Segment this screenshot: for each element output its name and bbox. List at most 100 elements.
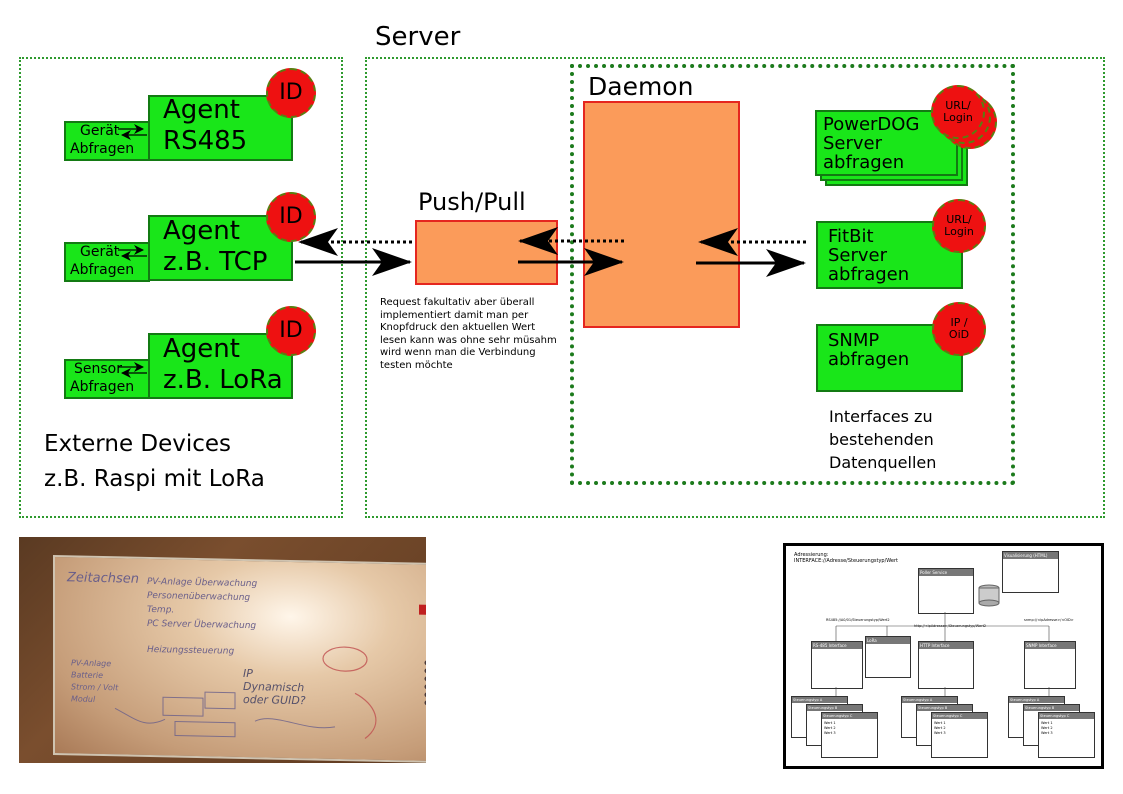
thumb-type-a-label: Steuerungstyp A — [792, 697, 847, 703]
pull-arrows — [298, 227, 806, 256]
thumb-values: Wert 1 Wert 2 Wert 3 — [822, 719, 877, 738]
thumb-type-a-label: Steuerungstyp A — [1009, 697, 1064, 703]
fitbit-label-1: FitBit — [828, 226, 874, 247]
pushpull-note-line: Knopfdruck den aktuellen Wert — [380, 322, 536, 333]
powerdog-label-2: Server — [823, 133, 883, 154]
thumb-value: Wert 2 — [934, 726, 946, 730]
whiteboard-photo: Zeitachsen PV-Anlage Überwachung Persone… — [19, 537, 426, 763]
thumb-visual-box: Visualisierung (HTML) — [1002, 551, 1059, 593]
fitbit-badge-line2: Login — [944, 225, 974, 238]
agent-lora-side-label-2: Abfragen — [70, 379, 135, 395]
powerdog-badge-line2: Login — [943, 111, 973, 124]
agent-tcp-label-2: z.B. TCP — [163, 247, 268, 277]
snmp-badge-line1: IP / — [950, 316, 968, 330]
push-arrows — [295, 248, 806, 277]
thumb-type-c: Steuerungstyp C Wert 1 Wert 2 Wert 3 — [931, 712, 988, 758]
snmp-label-2: abfragen — [828, 349, 910, 370]
server-title: Server — [375, 22, 461, 52]
thumb-value: Wert 1 — [824, 721, 836, 725]
thumb-type-a-label: Steuerungstyp A — [902, 697, 957, 703]
agent-tcp-id-text: ID — [279, 204, 303, 230]
thumb-value: Wert 2 — [824, 726, 836, 730]
thumb-connectors — [835, 612, 1050, 696]
agent-lora-id-text: ID — [279, 318, 303, 344]
agent-tcp-label-1: Agent — [163, 216, 240, 246]
thumb-lora-label: LoRa — [866, 637, 910, 644]
thumb-value: Wert 1 — [934, 721, 946, 725]
whiteboard-surface: Zeitachsen PV-Anlage Überwachung Persone… — [53, 554, 426, 763]
external-devices-region — [19, 57, 343, 518]
interfaces-caption-line: Datenquellen — [829, 453, 937, 472]
fitbit-label-3: abfragen — [828, 264, 910, 285]
thumb-header-line: INTERFACE://Adresse/Steuerungstyp/Wert — [794, 558, 899, 564]
pushpull-title: Push/Pull — [418, 188, 526, 216]
thumb-poller-box: Poller Service — [918, 568, 974, 614]
agent-rs485-label-1: Agent — [163, 95, 240, 125]
agent-side-arrows — [118, 124, 147, 378]
agent-lora-label-2: z.B. LoRa — [163, 365, 283, 395]
thumb-type-b-label: Steuerungstyp B — [917, 705, 972, 711]
server-region — [365, 57, 1105, 518]
thumb-type-b-label: Steuerungstyp B — [1024, 705, 1079, 711]
thumb-link-rs485: RS485://A0/01/Steuerungstyp/Wert2 — [826, 618, 890, 622]
pushpull-note-line: lesen kann was ohne sehr müsahm — [380, 334, 557, 346]
thumb-type-stack: Steuerungstyp A Steuerungstyp B Steuerun… — [791, 696, 881, 766]
thumb-http-label: HTTP Interface — [919, 642, 973, 649]
thumb-database-icon — [978, 584, 1000, 607]
agent-rs485-side-label-1: Gerät — [80, 123, 120, 139]
thumb-header: Adressierung: INTERFACE://Adresse/Steuer… — [794, 552, 898, 564]
snmp-label-1: SNMP — [828, 330, 880, 351]
agent-lora-side-box — [64, 359, 150, 399]
agent-rs485-id-text: ID — [279, 80, 303, 106]
daemon-box — [583, 101, 740, 328]
thumb-value: Wert 2 — [1041, 726, 1053, 730]
agent-lora-id-badge: ID — [266, 306, 316, 356]
agent-tcp-side-label-1: Gerät — [80, 244, 120, 260]
thumb-type-stack: Steuerungstyp A Steuerungstyp B Steuerun… — [1008, 696, 1098, 766]
thumb-value: Wert 3 — [934, 731, 946, 735]
fitbit-label-2: Server — [828, 245, 888, 266]
agent-rs485-label-2: RS485 — [163, 126, 248, 156]
agent-tcp-side-label-2: Abfragen — [70, 262, 135, 278]
thumb-type-c-label: Steuerungstyp C — [932, 713, 987, 719]
daemon-title: Daemon — [588, 72, 694, 101]
thumb-value: Wert 1 — [1041, 721, 1053, 725]
agent-lora-side-label-1: Sensor — [74, 361, 122, 377]
agent-lora-label-1: Agent — [163, 334, 240, 364]
thumb-values: Wert 1 Wert 2 Wert 3 — [932, 719, 987, 738]
fitbit-badge-line1: URL/ — [946, 213, 972, 227]
thumb-values: Wert 1 Wert 2 Wert 3 — [1039, 719, 1094, 738]
powerdog-label-3: abfragen — [823, 152, 905, 173]
pushpull-note-line: Request fakultativ aber überall — [380, 297, 535, 308]
thumb-type-c: Steuerungstyp C Wert 1 Wert 2 Wert 3 — [821, 712, 878, 758]
thumb-rs485-box: RS-485 Interface — [811, 641, 863, 689]
powerdog-box — [815, 110, 958, 176]
powerdog-label-1: PowerDOG — [823, 114, 920, 135]
agent-rs485-id-badge: ID — [266, 68, 316, 118]
pushpull-note-line: implementiert damit man per — [380, 309, 529, 321]
thumb-visual-label: Visualisierung (HTML) — [1003, 552, 1058, 559]
whiteboard-sketch — [114, 604, 426, 740]
thumb-snmp-box: SNMP Interface — [1024, 641, 1076, 689]
thumb-lora-box: LoRa — [865, 636, 911, 678]
architecture-thumbnail: Adressierung: INTERFACE://Adresse/Steuer… — [783, 543, 1104, 769]
interfaces-caption-line: bestehenden — [829, 430, 934, 449]
snmp-ip-badge: IP / OiD — [932, 302, 986, 356]
thumb-link-snmp: snmp://<ipAdresse>/<OID> — [1024, 618, 1074, 622]
external-caption-1: Externe Devices — [44, 431, 232, 457]
thumb-header-line: Adressierung: — [794, 552, 829, 558]
thumb-value: Wert 3 — [1041, 731, 1053, 735]
thumb-snmp-label: SNMP Interface — [1025, 642, 1075, 649]
interfaces-caption: Interfaces zu bestehenden Datenquellen — [829, 405, 936, 474]
thumb-http-box: HTTP Interface — [918, 641, 974, 689]
powerdog-url-badge: URL/ Login — [931, 85, 985, 139]
pushpull-note-line: wird wenn man die Verbindung — [380, 347, 536, 358]
agent-rs485-side-label-2: Abfragen — [70, 141, 135, 157]
pushpull-note-line: testen möchte — [380, 359, 453, 371]
interfaces-caption-line: Interfaces zu — [829, 407, 933, 426]
thumb-rs485-label: RS-485 Interface — [812, 642, 862, 649]
external-caption-2: z.B. Raspi mit LoRa — [44, 466, 265, 492]
thumb-poller-label: Poller Service — [919, 569, 973, 576]
thumb-type-c-label: Steuerungstyp C — [1039, 713, 1094, 719]
